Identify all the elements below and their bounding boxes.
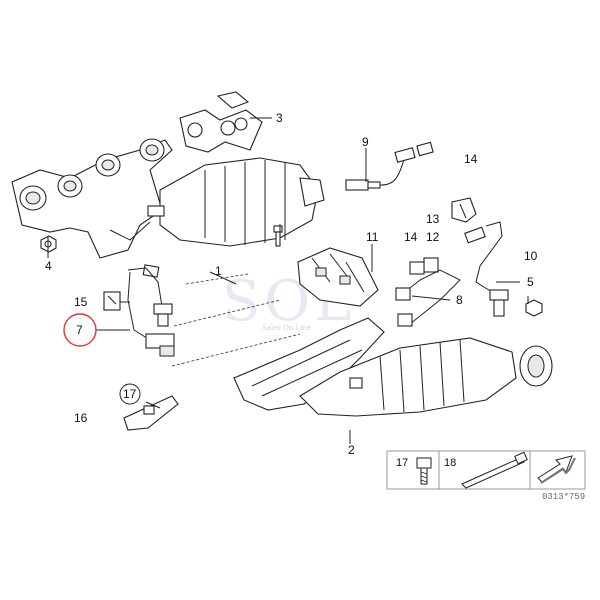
label-13: 13 [426,212,440,226]
part-15-holder[interactable] [103,291,121,311]
part-1-manifold-converter[interactable] [11,138,325,259]
callout-numbers: 1 2 3 4 5 7 8 9 10 11 12 13 14 14 15 16 … [45,111,538,457]
watermark-subtext: Sales On Line [262,324,311,332]
legend-label-18: 18 [444,457,456,469]
label-14-mid: 14 [404,230,418,244]
label-7: 7 [76,323,83,337]
label-8: 8 [456,293,463,307]
label-15: 15 [74,295,88,309]
label-4: 4 [45,259,52,273]
circle-17 [119,383,141,405]
label-5: 5 [527,275,534,289]
label-11: 11 [366,230,379,244]
cable-tie-icon [461,451,528,489]
leader-lines [47,117,529,444]
part-7-oxygen-sensor[interactable] [127,264,175,357]
highlight-circle [63,313,97,347]
bolt[interactable] [273,225,283,247]
label-9: 9 [362,135,369,149]
label-14-top: 14 [464,152,478,166]
part-2-lower-converter[interactable] [233,317,553,417]
part-12-clip[interactable] [423,257,439,273]
part-13-bracket[interactable] [451,197,477,223]
label-17: 17 [123,387,137,401]
part-9-oxygen-sensor[interactable] [345,141,434,191]
label-10: 10 [524,249,538,263]
bolt-icon [416,457,432,485]
part-8-wiring[interactable] [395,261,461,327]
diagram-code: 0313*759 [542,492,585,502]
label-12: 12 [426,230,440,244]
part-11-heat-shield[interactable] [297,247,379,307]
part-10-oxygen-sensor[interactable] [464,221,509,317]
label-2: 2 [348,443,355,457]
legend-box: 17 18 [386,450,586,490]
legend-label-17: 17 [396,457,408,469]
label-3: 3 [276,111,283,125]
label-1: 1 [215,264,222,278]
label-16: 16 [74,411,88,425]
arrow-icon [537,455,576,484]
part-5-nut[interactable] [525,299,543,317]
part-16-bracket[interactable] [123,395,179,431]
part-3-gaskets[interactable] [179,91,263,153]
